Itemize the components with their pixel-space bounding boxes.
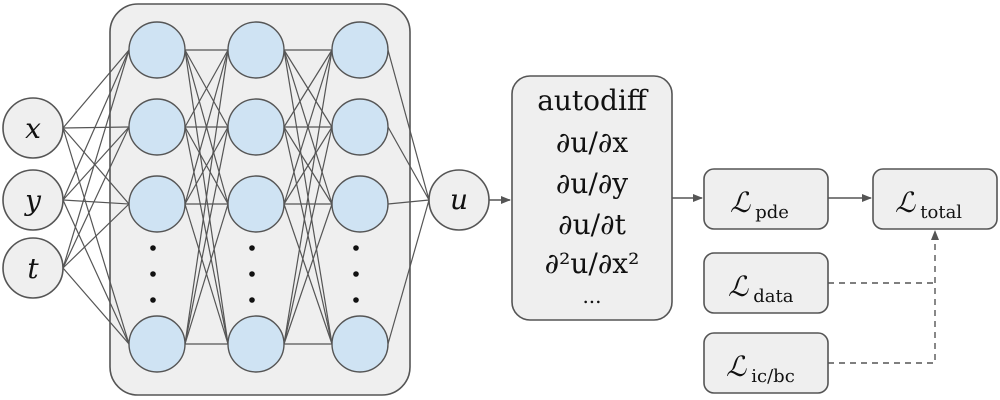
loss-data-subscript: data <box>753 286 793 307</box>
edge-h2-2-to-h3-1 <box>283 126 333 205</box>
hidden-layers <box>128 21 389 373</box>
edge-h1-3-to-h2-1 <box>184 126 229 345</box>
ellipsis-dot-layer2-1 <box>249 245 255 251</box>
edge-h2-3-to-h3-2 <box>283 203 333 345</box>
hidden-neuron-layer1-1 <box>128 21 186 79</box>
edge-h1-1-to-h2-0 <box>184 49 229 128</box>
loss-pde-subscript: pde <box>755 202 789 223</box>
ellipsis-dot-layer2-2 <box>249 271 255 277</box>
autodiff-second-derivative-x: ∂²u/∂x² <box>545 247 640 280</box>
svg-text:ℒ total: ℒ total <box>895 186 962 223</box>
layer-ellipsis-dots <box>150 245 359 303</box>
loss-total-box: ℒ total <box>872 168 998 230</box>
ellipsis-dot-layer1-1 <box>150 245 156 251</box>
hidden-neuron-layer2-4 <box>227 315 285 373</box>
autodiff-derivative-x: ∂u/∂x <box>556 126 628 159</box>
loss-total-symbol: ℒ <box>895 186 916 219</box>
hidden-neuron-layer3-3 <box>331 175 389 233</box>
edge-input-0-to-h1-2 <box>62 127 130 205</box>
hidden-neuron-layer3-4 <box>331 315 389 373</box>
edge-input-2-to-h1-2 <box>62 203 130 269</box>
hidden-neuron-layer1-3 <box>128 175 186 233</box>
svg-text:ℒ pde: ℒ pde <box>730 186 789 223</box>
input-label-y: y <box>23 184 42 217</box>
edge-input-2-to-h1-3 <box>62 267 130 345</box>
loss-data-box: ℒ data <box>703 252 829 314</box>
dashed-line-icbc-to-total <box>828 230 939 364</box>
edge-h2-3-to-h3-0 <box>283 49 333 345</box>
input-node-y: y <box>2 169 64 231</box>
edge-input-1-to-h1-1 <box>62 126 130 201</box>
ellipsis-dot-layer3-2 <box>353 271 359 277</box>
edge-h3-0-to-output <box>387 49 430 201</box>
hidden-neuron-layer2-2 <box>227 98 285 156</box>
edge-h1-2-to-h2-1 <box>184 126 229 205</box>
edge-h1-3-to-h2-0 <box>184 49 229 345</box>
loss-total-subscript: total <box>920 202 962 223</box>
hidden-neuron-layer2-1 <box>227 21 285 79</box>
hidden-neuron-layer1-4 <box>128 315 186 373</box>
output-node-u: u <box>428 169 490 231</box>
edge-input-2-to-h1-1 <box>62 126 130 269</box>
edge-input-1-to-h1-0 <box>62 49 130 201</box>
loss-data-symbol: ℒ <box>728 270 749 303</box>
hidden-neuron-layer3-2 <box>331 98 389 156</box>
ellipsis-dot-layer2-3 <box>249 297 255 303</box>
input-node-t: t <box>2 237 64 299</box>
svg-text:ℒ data: ℒ data <box>728 270 794 307</box>
edge-h2-2-to-h3-0 <box>283 49 333 205</box>
edge-h2-1-to-h3-0 <box>283 49 333 128</box>
edge-h2-3-to-h3-1 <box>283 126 333 345</box>
edge-input-0-to-h1-0 <box>62 49 130 129</box>
autodiff-derivative-y: ∂u/∂y <box>556 167 628 200</box>
edge-input-2-to-h1-0 <box>62 49 130 269</box>
input-node-x: x <box>2 97 64 159</box>
input-label-t: t <box>27 252 39 285</box>
hidden-neuron-layer1-2 <box>128 98 186 156</box>
edge-h3-2-to-output <box>387 199 430 205</box>
network-connections <box>62 49 430 345</box>
hidden-neuron-layer3-1 <box>331 21 389 79</box>
hidden-neuron-layer2-3 <box>227 175 285 233</box>
loss-pde-symbol: ℒ <box>730 186 751 219</box>
autodiff-title: autodiff <box>537 84 649 117</box>
loss-pde-box: ℒ pde <box>703 168 829 230</box>
edge-h1-3-to-h2-2 <box>184 203 229 345</box>
edge-h1-2-to-h2-0 <box>184 49 229 205</box>
autodiff-box: autodiff ∂u/∂x ∂u/∂y ∂u/∂t ∂²u/∂x² ... <box>511 75 673 321</box>
input-label-x: x <box>25 112 41 145</box>
autodiff-more-ellipsis: ... <box>582 284 601 308</box>
loss-icbc-box: ℒ ic/bc <box>703 332 829 394</box>
edge-input-1-to-h1-3 <box>62 199 130 345</box>
output-label-u: u <box>450 183 468 216</box>
edge-input-1-to-h1-2 <box>62 199 130 205</box>
ellipsis-dot-layer1-2 <box>150 271 156 277</box>
ellipsis-dot-layer3-1 <box>353 245 359 251</box>
loss-icbc-subscript: ic/bc <box>751 366 795 387</box>
autodiff-derivative-t: ∂u/∂t <box>558 208 626 241</box>
edge-h3-3-to-output <box>387 199 430 345</box>
edge-h3-1-to-output <box>387 126 430 201</box>
ellipsis-dot-layer1-3 <box>150 297 156 303</box>
svg-text:ℒ ic/bc: ℒ ic/bc <box>726 350 795 387</box>
loss-icbc-symbol: ℒ <box>726 350 747 383</box>
ellipsis-dot-layer3-3 <box>353 297 359 303</box>
edge-input-0-to-h1-1 <box>62 126 130 129</box>
